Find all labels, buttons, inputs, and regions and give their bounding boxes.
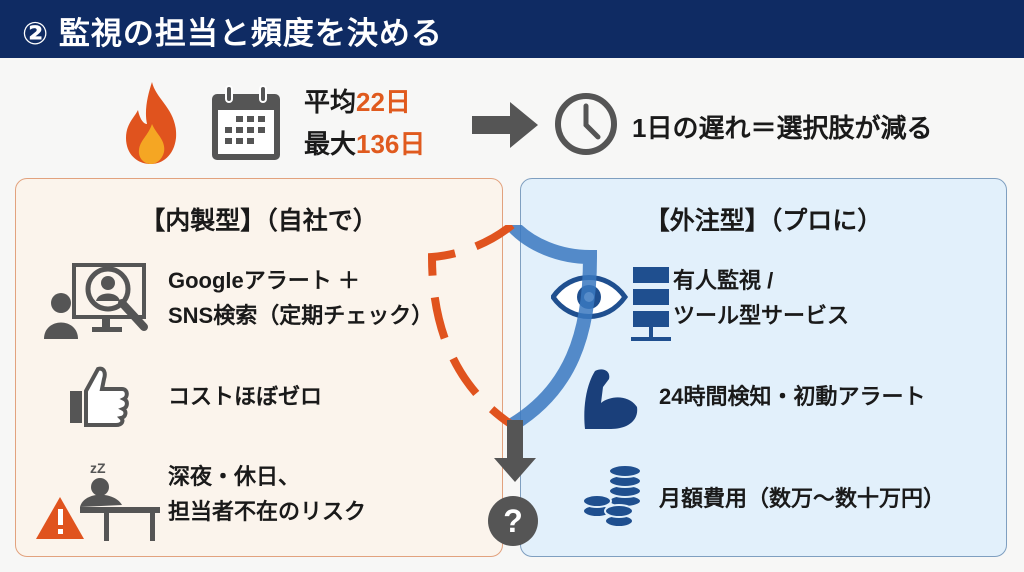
item-line: Googleアラート ＋ (168, 268, 360, 293)
max-label: 最大 (304, 129, 357, 159)
down-arrow-icon (494, 420, 536, 482)
in-house-item-alerts: Googleアラート ＋ SNS検索（定期チェック） (168, 263, 433, 333)
question-mark-icon: ? (488, 496, 538, 546)
in-house-item-cost: コストほぼゼロ (168, 384, 323, 409)
avg-label: 平均 (304, 87, 357, 117)
svg-text:zZ: zZ (90, 460, 106, 476)
clock-icon (555, 93, 617, 155)
outsourced-item-24h: 24時間検知・初動アラート (659, 384, 926, 409)
in-house-panel: 【内製型】（自社で） Googleアラート ＋ SNS検索（定期チェック） コスト… (15, 178, 503, 557)
thumbs-up-icon (70, 366, 129, 427)
shield-graphic (427, 225, 598, 430)
item-line: SNS検索（定期チェック） (168, 303, 434, 328)
item-line: 担当者不在のリスク (168, 499, 367, 524)
item-line: ツール型サービス (673, 303, 850, 328)
max-days: 最大136日 (304, 124, 425, 164)
page-title: ② 監視の担当と頻度を決める (22, 16, 443, 51)
avg-value: 22日 (356, 87, 411, 117)
item-line: 深夜・休日、 (168, 464, 301, 489)
fire-icon (126, 82, 177, 164)
in-house-title: 【内製型】（自社で） (140, 207, 378, 235)
sleeping-risk-icon: zZ (36, 460, 160, 541)
item-line: 有人監視 / (673, 268, 774, 293)
outsourced-item-cost: 月額費用（数万〜数十万円） (659, 486, 946, 511)
delay-result: 1日の遅れ＝選択肢が減る (632, 113, 933, 143)
average-days: 平均22日 (304, 82, 411, 122)
max-value: 136日 (356, 129, 426, 159)
arrow-right-icon (472, 102, 538, 148)
coins-stack-icon (582, 464, 642, 528)
muscle-arm-icon (584, 369, 638, 429)
outsourced-item-service: 有人監視 / ツール型サービス (673, 263, 849, 333)
page-title-bar: ② 監視の担当と頻度を決める (0, 0, 1024, 58)
outsourced-title: 【外注型】（プロに） (644, 207, 883, 235)
in-house-item-risk: 深夜・休日、担当者不在のリスク (168, 459, 366, 529)
person-search-icon (44, 263, 148, 339)
calendar-icon (212, 85, 280, 160)
